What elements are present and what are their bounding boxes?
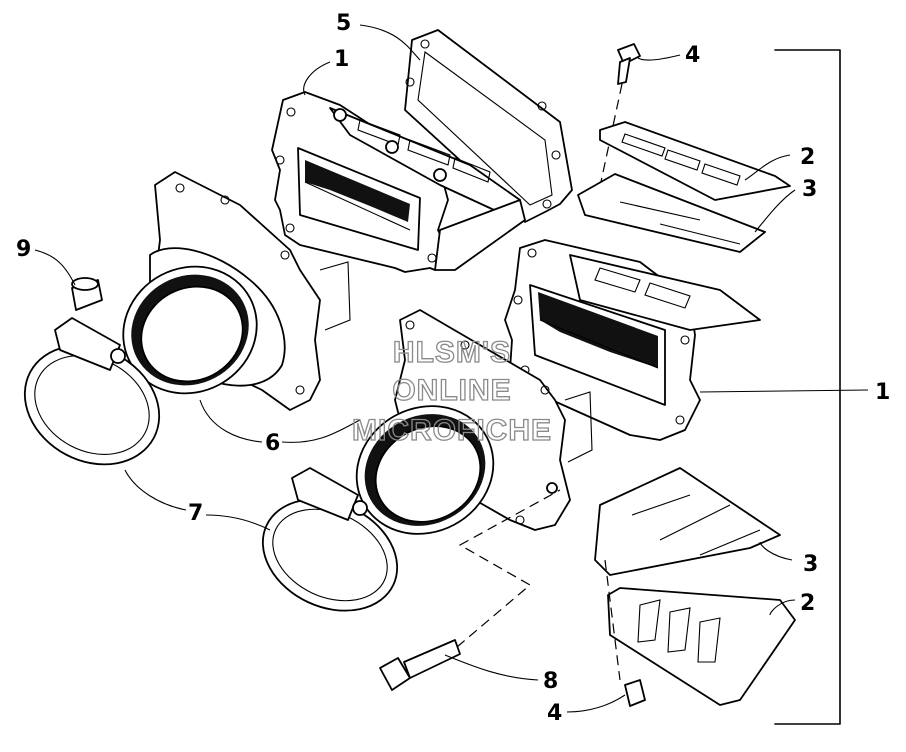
callout-1-top: 1 xyxy=(334,47,349,72)
group-bracket xyxy=(774,49,841,725)
intake-adapter-part-6-center xyxy=(355,309,593,535)
watermark-line-3: MICROFICHE xyxy=(352,414,552,447)
callout-1-right: 1 xyxy=(875,380,890,405)
screw-part-4-bottom xyxy=(604,559,646,707)
callout-3-bottom: 3 xyxy=(803,552,818,577)
intake-adapter-part-6-left xyxy=(122,171,351,411)
callout-9: 9 xyxy=(16,237,31,262)
reed-petal-part-3-bottom xyxy=(594,467,781,576)
reed-housing-part-1-top xyxy=(271,91,526,273)
reed-petal-part-3-top xyxy=(577,173,766,253)
callout-8: 8 xyxy=(543,669,558,694)
leader-lines xyxy=(34,24,869,713)
callout-4-top: 4 xyxy=(685,43,700,68)
callout-4-bottom: 4 xyxy=(547,701,562,726)
callout-7: 7 xyxy=(188,501,203,526)
watermark-line-1: HLSM'S xyxy=(393,336,511,369)
callout-2-top: 2 xyxy=(800,145,815,170)
callout-3-top: 3 xyxy=(802,177,817,202)
watermark: HLSM'S ONLINE MICROFICHE xyxy=(351,335,552,447)
watermark-line-2: ONLINE xyxy=(392,374,511,407)
reed-stop-part-2-bottom xyxy=(607,587,796,706)
bolt-part-8 xyxy=(379,489,561,691)
reed-housing-part-1-right xyxy=(504,239,761,441)
callout-5: 5 xyxy=(336,11,351,36)
reed-stop-part-2-top xyxy=(599,121,791,201)
callout-2-bottom: 2 xyxy=(800,591,815,616)
gasket-part-5 xyxy=(404,29,573,223)
callout-labels: 5 1 4 2 3 1 9 6 7 3 2 8 4 xyxy=(16,11,890,726)
clamp-part-7-center xyxy=(261,467,399,612)
clamp-part-7-left xyxy=(23,317,161,466)
callout-6: 6 xyxy=(265,431,280,456)
spacer-part-9 xyxy=(71,277,103,311)
